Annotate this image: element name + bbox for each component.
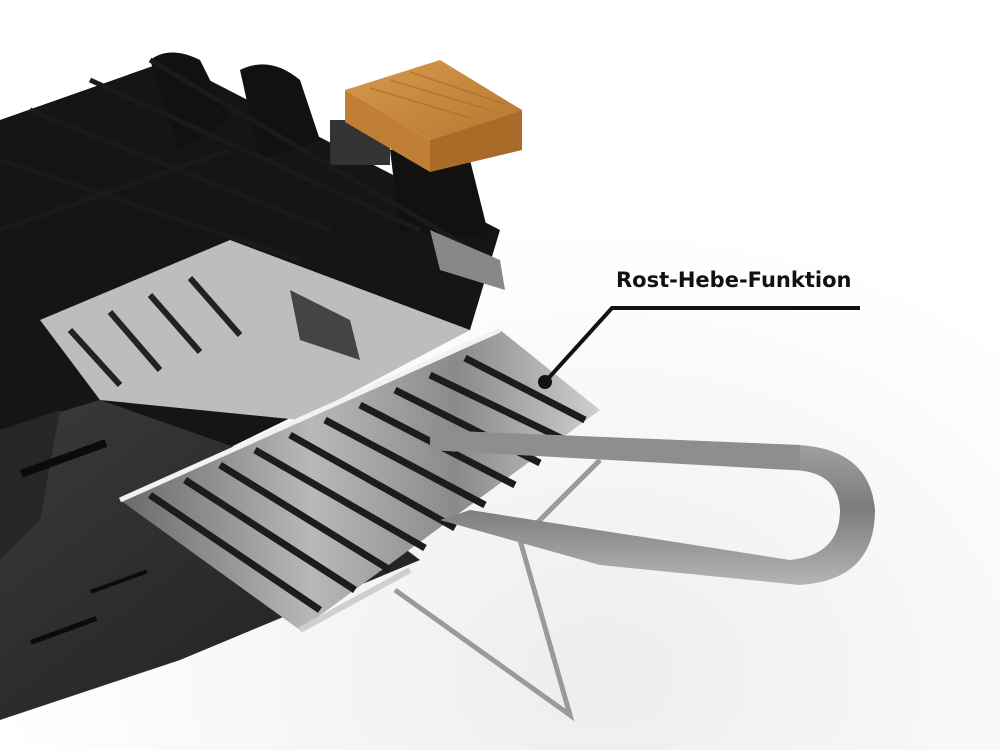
skewer-rods	[0, 57, 492, 263]
cooking-grate	[118, 327, 600, 633]
charcoal-grate	[40, 240, 470, 420]
callout-dot	[538, 375, 552, 389]
grate-lifting-tongs	[430, 430, 875, 585]
callout-label: Rost-Hebe-Funktion	[616, 268, 852, 292]
grate-clamps	[290, 230, 505, 360]
wood-handle-block	[345, 60, 522, 172]
callout-pointer	[538, 306, 860, 389]
